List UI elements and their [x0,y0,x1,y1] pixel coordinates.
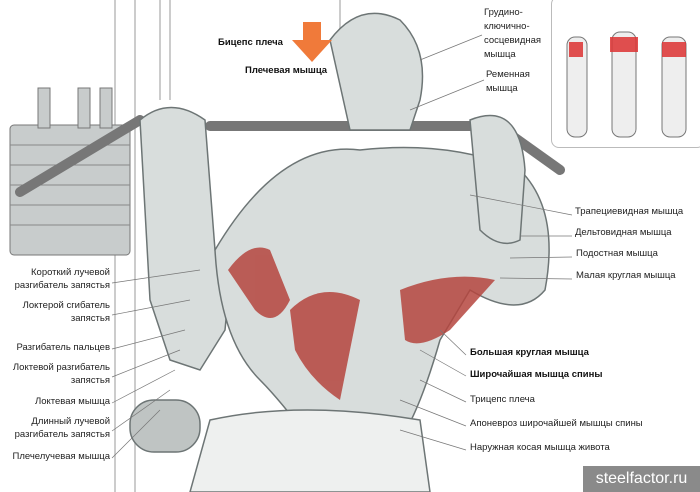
label-brachioradialis: Плечелучевая мышца [12,451,111,462]
body-sketch [129,12,550,492]
label-biceps: Бицепс плеча [218,37,283,48]
label-line: Длинный лучевой [31,416,110,427]
watermark: steelfactor.ru [583,466,700,492]
label-line: Ременная [486,69,530,80]
label-teres-minor: Малая круглая мышца [576,270,676,281]
muscle-overview-inset [551,0,700,148]
label-line: Локтерой сгибатель [22,300,110,311]
label-anconeus: Локтевая мышца [34,396,110,407]
label-line: сосцевидная [484,35,542,46]
label-line: запястья [70,375,110,386]
label-triceps: Трицепс плеча [470,394,535,405]
label-ecu: Локтевой разгибатель запястья [13,361,110,387]
label-external-oblique: Наружная косая мышца живота [470,442,610,453]
label-line: Короткий лучевой [31,267,110,278]
label-trapezius: Трапециевидная мышца [575,206,684,217]
highlighted-muscles [228,247,495,400]
label-infraspinatus: Подостная мышца [576,248,658,259]
label-line: ключично- [484,21,530,32]
label-aponeurosis: Апоневроз широчайшей мышцы спины [470,418,643,429]
downward-arrow-icon [292,22,332,62]
label-line: Грудино- [484,7,523,18]
label-line: разгибатель запястья [14,429,110,440]
label-line: мышца [484,49,516,60]
label-teres-major: Большая круглая мышца [470,347,589,358]
label-fcu: Локтерой сгибатель запястья [23,299,110,325]
label-line: запястья [70,313,110,324]
label-line: Локтевой разгибатель [12,362,110,373]
weight-stack [9,87,131,256]
label-line: мышца [486,83,518,94]
label-sternocleidomastoid: Грудино- ключично- сосцевидная мышца [484,6,541,62]
label-deltoid: Дельтовидная мышца [575,227,672,238]
weight-plates [10,144,130,226]
label-latissimus: Широчайшая мышца спины [470,369,603,380]
label-brachialis: Плечевая мышца [245,65,328,76]
label-extensor-digitorum: Разгибатель пальцев [16,342,110,353]
label-ecrb: Короткий лучевой разгибатель запястья [15,266,110,292]
overview-figures [566,31,687,138]
label-ecrl: Длинный лучевой разгибатель запястья [15,415,110,441]
label-line: разгибатель запястья [14,280,110,291]
leader-lines [111,34,573,459]
label-splenius: Ременная мышца [486,68,530,96]
